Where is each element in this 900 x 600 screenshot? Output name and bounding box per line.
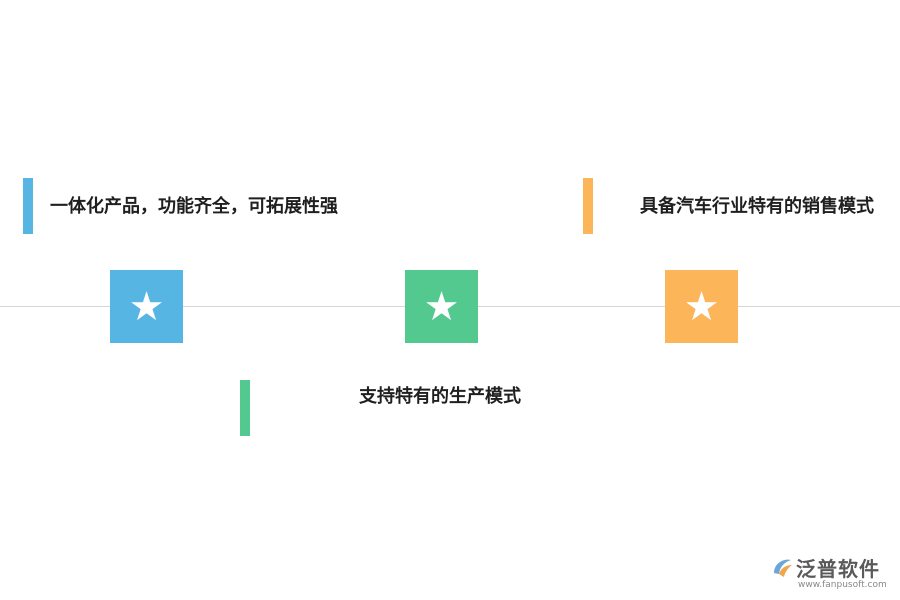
feature-2-accent-bar (240, 380, 250, 436)
feature-3-accent-bar (583, 178, 593, 234)
logo-mark-icon (774, 559, 792, 577)
feature-1-text: 一体化产品，功能齐全，可拓展性强 (50, 196, 338, 217)
feature-1-star-box: ★ (110, 270, 183, 343)
logo-url: www.fanpusoft.com (798, 580, 887, 590)
feature-2-text: 支持特有的生产模式 (359, 386, 521, 407)
star-icon: ★ (128, 283, 165, 330)
star-icon: ★ (423, 283, 460, 330)
feature-3-text: 具备汽车行业特有的销售模式 (640, 196, 874, 217)
feature-2-star-box: ★ (405, 270, 478, 343)
logo-name: 泛普软件 (796, 557, 880, 581)
brand-logo: 泛普软件 www.fanpusoft.com (770, 553, 892, 593)
feature-3-star-box: ★ (665, 270, 738, 343)
feature-1-accent-bar (23, 178, 33, 234)
star-icon: ★ (683, 283, 720, 330)
